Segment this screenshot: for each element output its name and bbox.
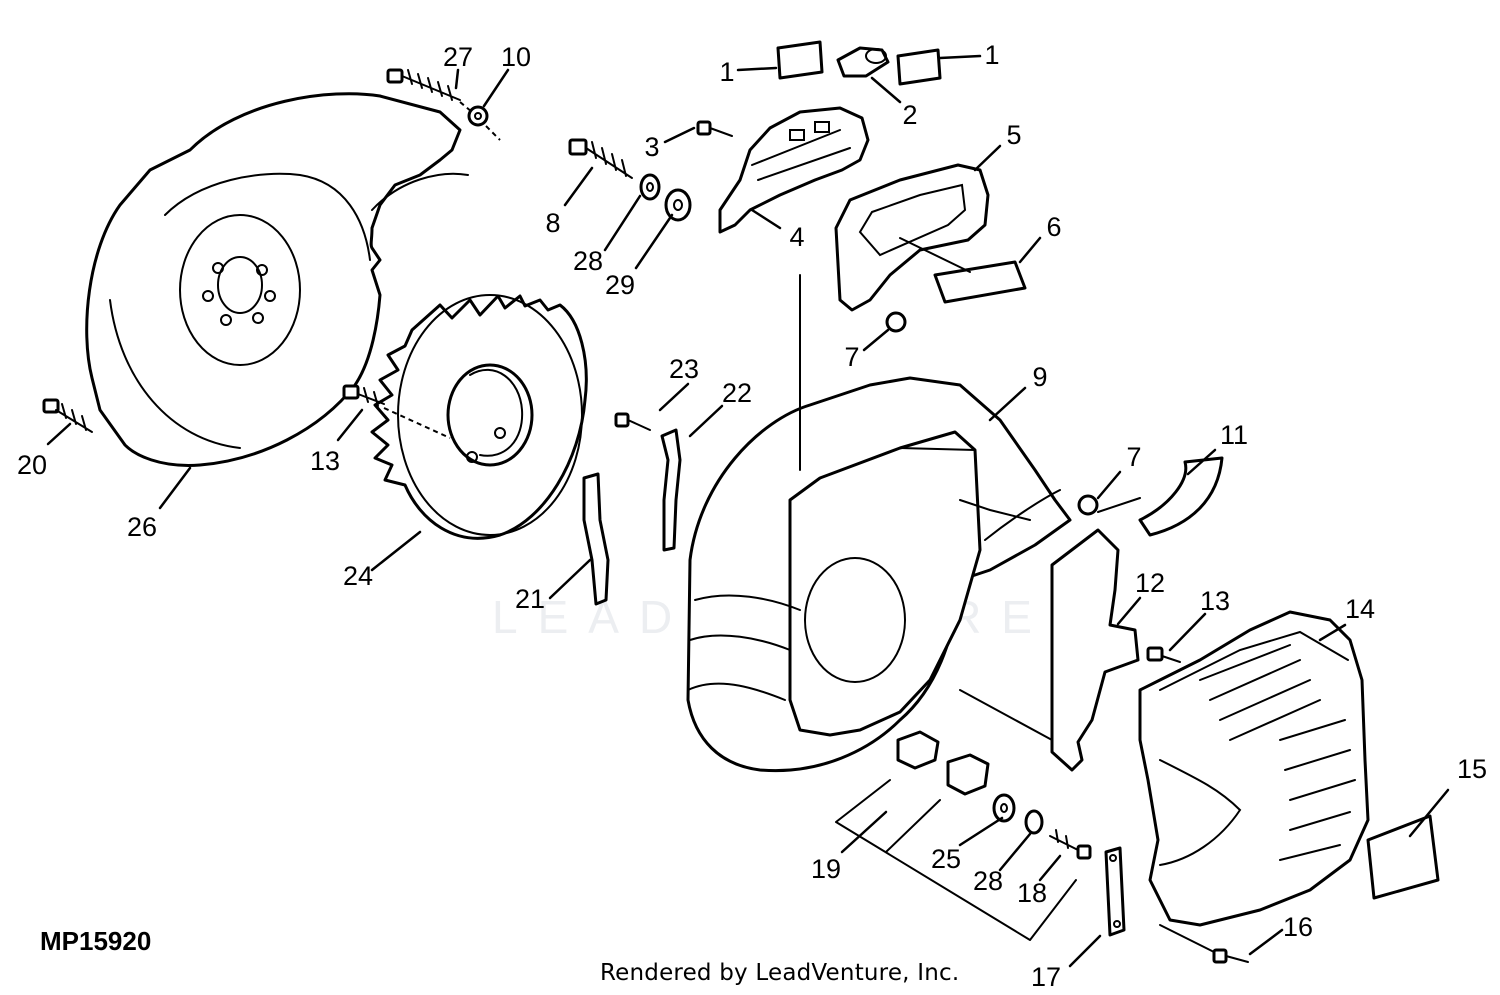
- part-28-washer-upper[interactable]: [639, 173, 661, 201]
- part-24-impeller-fan[interactable]: [370, 294, 588, 540]
- callout-4: 4: [789, 222, 804, 252]
- part-10-washer[interactable]: [467, 105, 489, 127]
- callout-19: 19: [811, 854, 841, 884]
- callout-10: 10: [501, 42, 531, 72]
- part-14-muffler-cover[interactable]: [1138, 610, 1370, 927]
- part-22-bracket[interactable]: [660, 428, 682, 552]
- callout-1: 1: [719, 57, 734, 87]
- callout-11: 11: [1220, 420, 1248, 450]
- part-20-screw[interactable]: [42, 398, 93, 433]
- part-3-screw[interactable]: [696, 120, 733, 137]
- part-8-bolt[interactable]: [568, 138, 633, 179]
- callout-17: 17: [1031, 962, 1061, 992]
- callout-18: 18: [1017, 878, 1047, 908]
- callout-7: 7: [844, 342, 859, 372]
- part-17-strap[interactable]: [1104, 846, 1126, 937]
- callout-14: 14: [1345, 594, 1375, 624]
- part-26-fan-housing-cover[interactable]: [85, 92, 469, 467]
- part-15-label[interactable]: [1366, 814, 1440, 900]
- part-16-screw[interactable]: [1212, 948, 1249, 964]
- callout-1: 1: [984, 40, 999, 70]
- part-7-nut-right[interactable]: [1077, 494, 1099, 516]
- part-11-foam[interactable]: [1138, 456, 1224, 537]
- part-18-bolt[interactable]: [1049, 829, 1092, 860]
- callout-25: 25: [931, 844, 961, 874]
- part-1-label-left[interactable]: [776, 40, 824, 80]
- leader-lines: [46, 54, 1450, 968]
- part-27-screw[interactable]: [386, 68, 461, 101]
- callout-13: 13: [310, 446, 340, 476]
- callout-13: 13: [1200, 586, 1230, 616]
- callout-7: 7: [1126, 442, 1141, 472]
- callout-12: 12: [1135, 568, 1165, 598]
- part-13-screw-left[interactable]: [342, 384, 385, 407]
- part-28-washer-lower[interactable]: [1024, 809, 1044, 835]
- part-1-label-right[interactable]: [896, 48, 942, 86]
- callout-21: 21: [515, 584, 545, 614]
- callout-2: 2: [902, 100, 917, 130]
- callout-28: 28: [973, 866, 1003, 896]
- footer-credit: Rendered by LeadVenture, Inc.: [600, 960, 960, 986]
- callout-8: 8: [545, 208, 560, 238]
- callout-9: 9: [1032, 362, 1047, 392]
- part-21-bracket[interactable]: [582, 472, 610, 606]
- callout-6: 6: [1046, 212, 1061, 242]
- part-2-switch[interactable]: [836, 46, 890, 78]
- callout-26: 26: [127, 512, 157, 542]
- part-5-handle[interactable]: [834, 163, 990, 312]
- callout-28: 28: [573, 246, 603, 276]
- part-6-label[interactable]: [933, 260, 1027, 304]
- callout-27: 27: [443, 42, 473, 72]
- part-19-switch-assembly[interactable]: [896, 730, 990, 796]
- callout-5: 5: [1006, 120, 1021, 150]
- callout-23: 23: [669, 354, 699, 384]
- callout-24: 24: [343, 561, 373, 591]
- callout-16: 16: [1283, 912, 1313, 942]
- diagram-code: MP15920: [40, 926, 152, 956]
- part-4-handle-bracket[interactable]: [718, 106, 870, 234]
- callout-labels: 1 1 2 3 4 5 6 7 7 8 9 10 11 12 13 13 14 …: [17, 40, 1487, 992]
- part-7-nut-upper[interactable]: [885, 311, 907, 333]
- part-9-blower-housing[interactable]: [686, 274, 1072, 773]
- callout-22: 22: [722, 378, 752, 408]
- callout-15: 15: [1457, 754, 1487, 784]
- part-12-heat-shield[interactable]: [1050, 528, 1140, 772]
- part-29-spacer[interactable]: [664, 188, 692, 222]
- callout-3: 3: [644, 132, 659, 162]
- callout-20: 20: [17, 450, 47, 480]
- part-13-screw-right[interactable]: [1146, 646, 1181, 663]
- callout-29: 29: [605, 270, 635, 300]
- part-25-washer[interactable]: [992, 793, 1016, 823]
- part-23-screw[interactable]: [614, 412, 651, 431]
